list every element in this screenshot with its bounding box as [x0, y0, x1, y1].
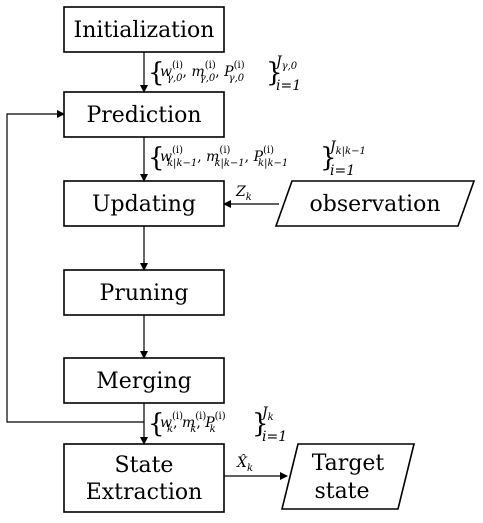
- state-extraction-label-line2: Extraction: [86, 480, 203, 505]
- initialization-box: [63, 6, 225, 53]
- svg-text:i=1: i=1: [262, 429, 287, 445]
- svg-text:w(i)γ,0, m(i)γ,0, P(i)γ,0: w(i)γ,0, m(i)γ,0, P(i)γ,0: [160, 60, 245, 84]
- state-extraction-box: [63, 443, 225, 513]
- x-hat-label: X̂k: [236, 453, 253, 474]
- initialization-label: Initialization: [74, 18, 215, 43]
- prediction-box: [63, 91, 225, 138]
- pruning-label: Pruning: [100, 281, 189, 306]
- z-k-label: Zk: [235, 184, 252, 203]
- prediction-label: Prediction: [86, 103, 201, 128]
- observation-label: observation: [310, 192, 441, 217]
- svg-text:Jk|k−1: Jk|k−1: [327, 139, 366, 157]
- merging-label: Merging: [96, 369, 191, 394]
- updating-label: Updating: [92, 192, 196, 217]
- updated-gaussian-set: { w(i)k, m(i)k, P(i)k } Jk i=1: [148, 405, 287, 445]
- state-extraction-label-line1: State: [115, 453, 174, 478]
- initial-gaussian-set: { w(i)γ,0, m(i)γ,0, P(i)γ,0 } Jγ,0 i=1: [148, 54, 301, 94]
- svg-text:Jk: Jk: [259, 405, 274, 423]
- svg-text:}: }: [252, 409, 269, 439]
- svg-text:w(i)k|k−1, m(i)k|k−1, P(i)k|k−: w(i)k|k−1, m(i)k|k−1, P(i)k|k−1: [160, 145, 288, 169]
- svg-text:i=1: i=1: [276, 78, 301, 94]
- svg-text:}: }: [266, 58, 283, 88]
- observation-box: [274, 180, 476, 227]
- svg-text:}: }: [320, 143, 337, 173]
- pruning-box: [63, 269, 225, 316]
- target-state-label-line1: Target: [312, 451, 385, 476]
- target-state-box: [280, 443, 416, 510]
- svg-text:{: {: [148, 58, 165, 88]
- svg-text:{: {: [148, 143, 165, 173]
- svg-text:{: {: [148, 409, 165, 439]
- svg-text:w(i)k, m(i)k, P(i)k: w(i)k, m(i)k, P(i)k: [160, 411, 226, 435]
- svg-text:Jγ,0: Jγ,0: [273, 54, 298, 72]
- target-state-label-line2: state: [314, 479, 369, 504]
- predicted-gaussian-set: { w(i)k|k−1, m(i)k|k−1, P(i)k|k−1 } Jk|k…: [148, 139, 366, 179]
- feedback-loop-arrow: [6, 110, 144, 423]
- svg-text:i=1: i=1: [330, 163, 355, 179]
- merging-box: [63, 357, 225, 404]
